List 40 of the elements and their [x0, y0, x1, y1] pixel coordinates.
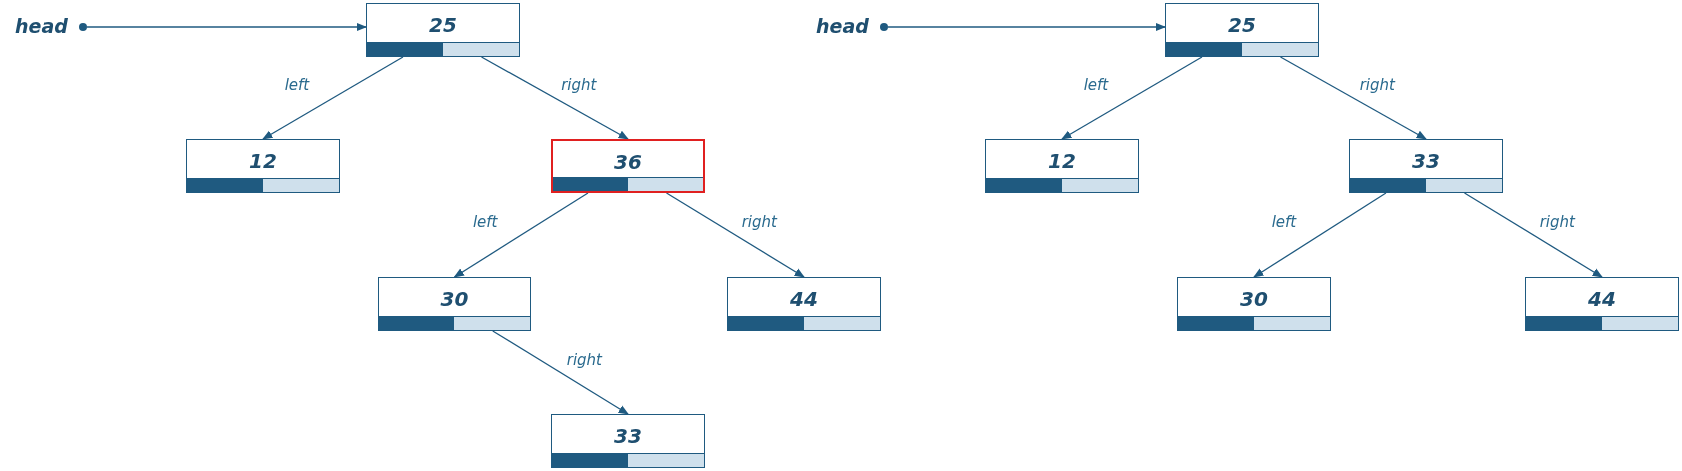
node-value: 25: [1227, 13, 1257, 37]
node-value: 25: [428, 13, 458, 37]
node-value: 36: [613, 150, 643, 174]
node-value: 33: [1411, 149, 1441, 173]
arrow: [86, 22, 368, 32]
tree-node-box: [727, 277, 881, 331]
edge-label: right: [1537, 213, 1577, 231]
arrow: [1061, 56, 1203, 140]
arrow: [1279, 56, 1427, 140]
tree-node-box: [378, 277, 531, 331]
tree-node-box: [551, 414, 705, 468]
node-value: 12: [1047, 149, 1077, 173]
tree-node-box: [1525, 277, 1679, 331]
arrow: [480, 56, 629, 140]
tree-node-box: [551, 139, 705, 193]
edge-label: right: [1357, 76, 1397, 94]
edge-label: right: [564, 350, 604, 369]
tree-node-box: [186, 139, 340, 193]
tree-node-box: [985, 139, 1139, 193]
node-value: 30: [1239, 287, 1269, 311]
arrow: [262, 56, 404, 140]
pointer-label: head: [816, 14, 869, 38]
node-value: 44: [1587, 287, 1617, 311]
tree-node-box: [1177, 277, 1331, 331]
arrow: [1463, 192, 1603, 278]
node-value: 30: [439, 287, 470, 311]
node-value: 12: [248, 149, 278, 173]
pointer-label: head: [15, 14, 68, 38]
arrow: [887, 22, 1167, 32]
edge-label: right: [739, 213, 779, 231]
edge-label: right: [559, 76, 599, 94]
arrow: [1253, 192, 1387, 278]
node-value: 33: [613, 424, 643, 448]
node-value: 44: [789, 287, 819, 311]
tree-node-box: [1165, 3, 1319, 57]
arrow: [492, 330, 629, 415]
tree-node-box: [1349, 139, 1503, 193]
arrow: [453, 192, 589, 278]
arrow: [665, 192, 805, 278]
tree-node-box: [366, 3, 520, 57]
